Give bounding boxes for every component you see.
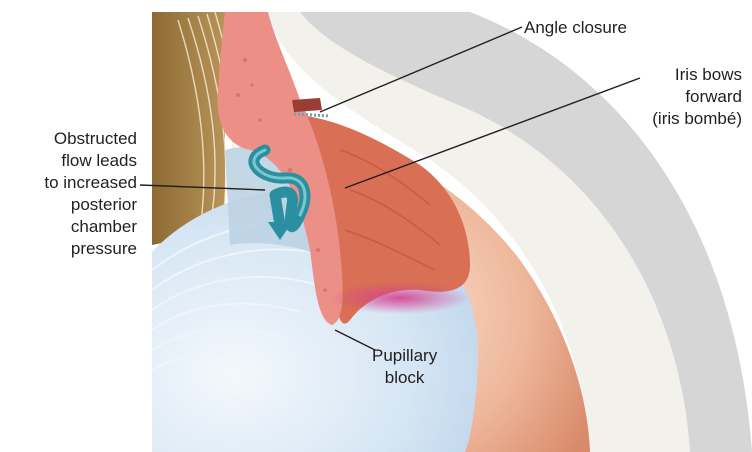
label-angle-closure: Angle closure [524,17,627,39]
trabecular-meshwork [292,98,322,112]
label-obstructed-flow: Obstructed flow leads to increased poste… [44,128,137,260]
label-iris-bows: Iris bows forward (iris bombé) [652,64,742,130]
label-pupillary-block: Pupillary block [372,345,437,389]
pupillary-block-glow [330,282,470,314]
